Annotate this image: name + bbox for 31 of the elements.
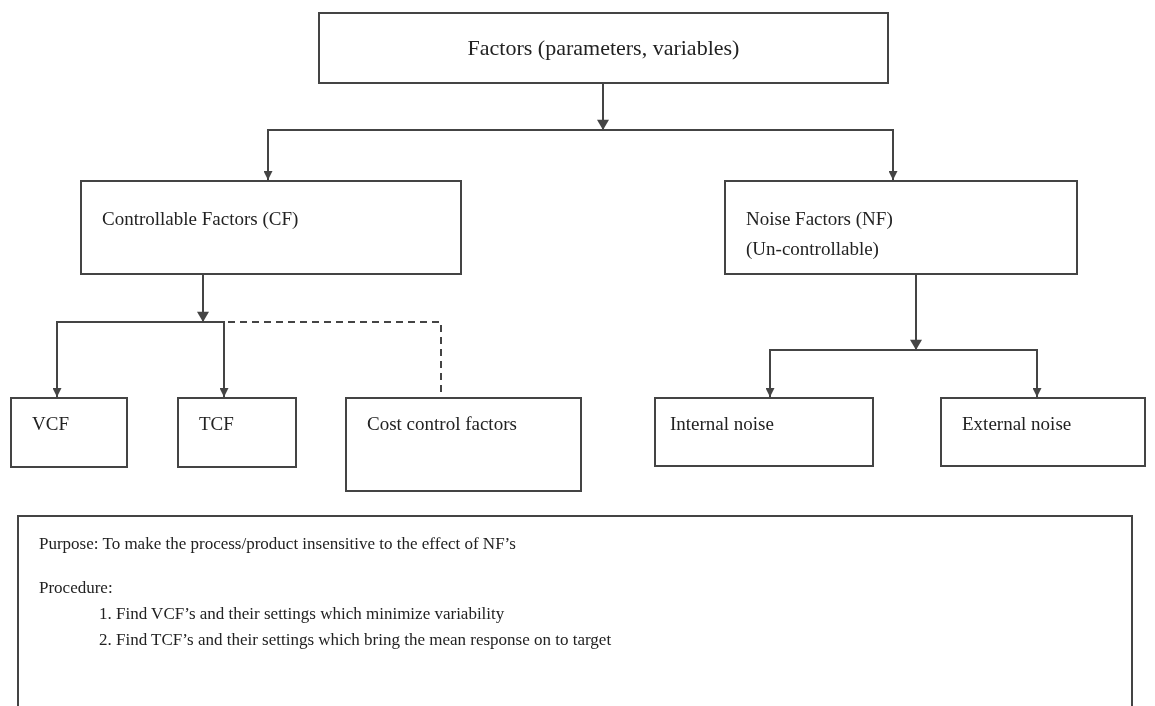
factor-box [940,397,1146,467]
procedure-step: 1. Find VCF’s and their settings which minimize variability [39,601,1131,627]
box-label: Controllable Factors (CF) [102,207,300,231]
connector-arrow [915,349,1042,398]
box-label: Factors (parameters, variables) [467,34,740,62]
note-text: Purpose: To make the process/product insensitive to the effect of NF’s [39,533,517,555]
connector-arrow [765,349,917,398]
factor-box [654,397,874,467]
box-label: VCF [32,412,70,436]
factor-box [345,397,582,492]
box-label: Noise Factors (NF) [746,207,894,231]
connector-arrow [602,129,898,181]
note-text: Procedure: [39,577,114,599]
factor-box [80,180,462,275]
box-label: Cost control factors [367,412,517,436]
connector-arrow [910,274,922,351]
box-label: External noise [962,412,1073,436]
connector-arrow [597,83,609,131]
procedure-step: 2. Find TCF’s and their settings which bring the mean response on to target [39,627,1131,653]
connector-arrow [263,129,604,181]
factor-box [10,397,128,468]
box-label: TCF [199,412,235,436]
factor-box [318,12,889,84]
box-label: Internal noise [670,412,775,436]
connector-arrow [197,274,209,323]
connector-arrow [52,321,204,398]
note-panel [17,515,1133,706]
factor-box [724,180,1078,275]
connector-arrow [202,321,229,398]
box-label: (Un-controllable) [746,237,880,261]
factor-box [177,397,297,468]
